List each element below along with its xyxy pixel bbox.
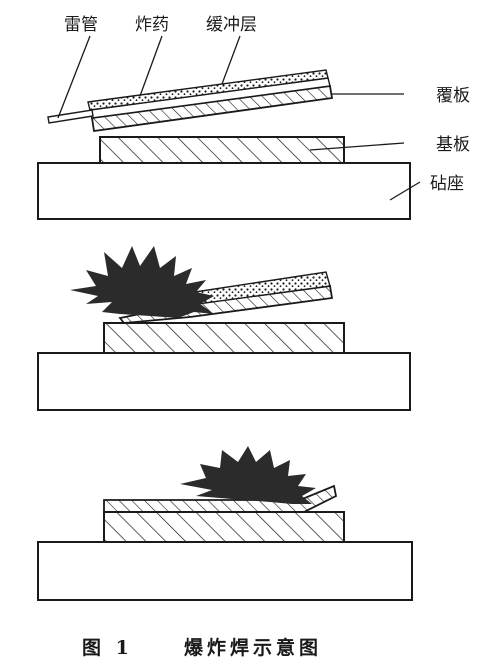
blast-cloud-2 bbox=[70, 246, 214, 318]
leader-detonator bbox=[57, 35, 91, 119]
leader-base-plate bbox=[309, 142, 405, 151]
anvil-3 bbox=[37, 541, 413, 601]
anvil-1 bbox=[37, 162, 411, 220]
stage-3-welding bbox=[37, 446, 413, 601]
base-plate-3 bbox=[103, 511, 345, 543]
label-cover-plate: 覆板 bbox=[436, 86, 470, 106]
leader-anvil bbox=[389, 181, 421, 201]
detonator-1 bbox=[47, 109, 94, 124]
base-plate-2 bbox=[103, 322, 345, 354]
leader-explosive bbox=[139, 35, 163, 97]
base-plate-1 bbox=[99, 136, 345, 164]
stage-2-detonation bbox=[37, 246, 411, 411]
figure-title: 爆炸焊示意图 bbox=[184, 636, 322, 659]
stage-1-setup: 雷管 炸药 缓冲层 覆板 基板 砧座 bbox=[37, 15, 470, 220]
label-base-plate: 基板 bbox=[436, 135, 470, 155]
label-explosive: 炸药 bbox=[135, 15, 169, 35]
figure-number: 图 1 bbox=[82, 637, 133, 659]
explosive-1 bbox=[87, 69, 329, 111]
label-detonator: 雷管 bbox=[64, 15, 98, 35]
blast-cloud-3 bbox=[180, 446, 316, 504]
label-buffer-layer: 缓冲层 bbox=[206, 15, 257, 35]
leader-buffer bbox=[221, 35, 241, 85]
label-anvil: 砧座 bbox=[430, 174, 464, 194]
anvil-2 bbox=[37, 352, 411, 411]
